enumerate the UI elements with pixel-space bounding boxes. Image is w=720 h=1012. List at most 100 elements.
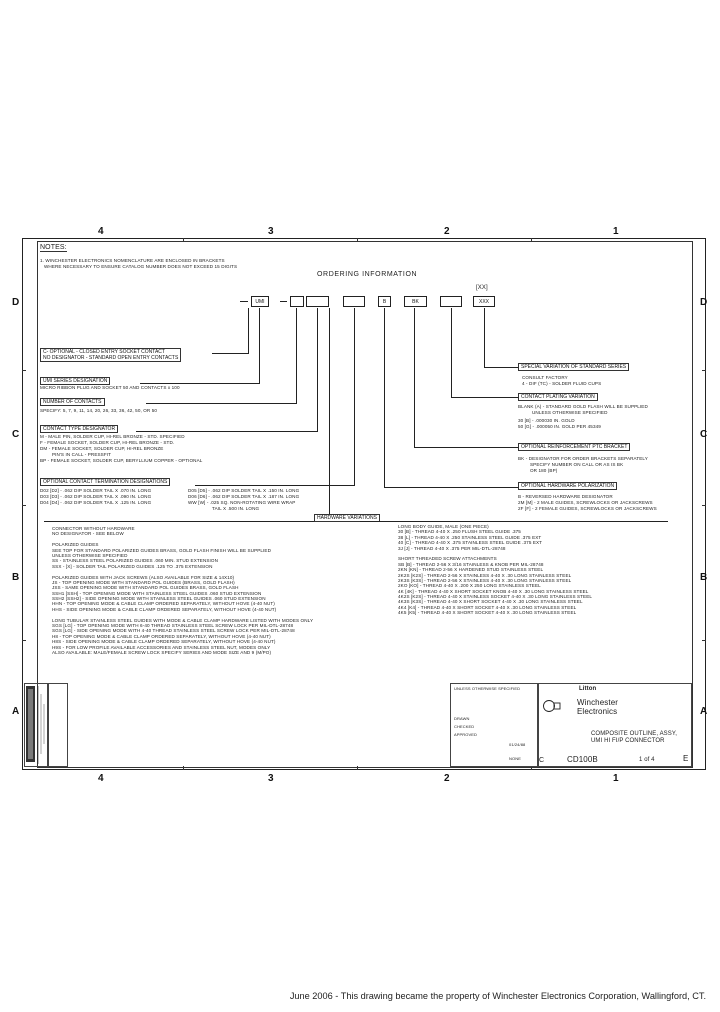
leader-line [384, 487, 518, 488]
zone-tick [702, 370, 706, 371]
hardware-left-line: SSH2 [SSH2] - SIDE OPENING MODE WITH STA… [52, 596, 266, 602]
hardware-right-line: 2KN [KN] - THREAD 2-56 X HARDENED STUD S… [398, 567, 544, 573]
tb-desc-2: UMI HI FI/P CONNECTOR [591, 738, 665, 744]
hardware-right-line: LONG BODY GUIDE, MALE (ONE PIECE) [398, 524, 489, 529]
zone-tick [22, 370, 26, 371]
ordering-box-umi: UMI [251, 296, 269, 307]
termination-left-line: D02 [D2] - .062 DIP SOLDER TAIL X .070 I… [40, 488, 152, 493]
reinforcement-line: SPECIFY NUMBER ON CALL OR AS IS BK [530, 462, 624, 467]
ordering-box-bracket: BK [404, 296, 427, 307]
leader-line [384, 308, 385, 488]
ordering-box-special: XXX [473, 296, 495, 307]
tb-dwgno: CD100B [567, 755, 598, 764]
drawing-inner-border [37, 241, 693, 768]
hardware-left-line: JSS - SAME OPENING MODE WITH STANDARD PO… [52, 585, 239, 591]
hardware-left-line: SGS [LG] - TOP OPENING MODE WITH 6-40 TH… [52, 623, 294, 629]
termination-header: OPTIONAL CONTACT TERMINATION DESIGNATION… [40, 478, 171, 486]
zone-tick [22, 640, 26, 641]
zone-tick [183, 238, 184, 242]
termination-right-line: WW [W] - .025 SQ. NON-ROTATING WIRE WRAP [188, 500, 296, 505]
polarization-line: 2F [F] - 2 FEMALE GUIDES, SCREWLOCKS OR … [518, 506, 657, 511]
hardware-left-line: CONNECTOR WITHOUT HARDWARE [52, 526, 135, 531]
zone-bottom-1: 1 [613, 773, 619, 784]
hardware-left-line: SSH1 [SSH] - TOP OPENING MODE WITH STAIN… [52, 590, 262, 596]
ordering-xx-label: [XX] [476, 285, 488, 291]
zone-tick [183, 766, 184, 770]
revision-column [48, 683, 68, 767]
hardware-left-line: H9S - FOR LOW PROFILE AVAILABLE ACCESSOR… [52, 644, 271, 650]
contacttype-header: CONTACT TYPE DESIGNATOR [40, 425, 119, 433]
hardware-left-line: HHS - SIDE OPENING MODE & CABLE CLAMP OR… [52, 606, 277, 612]
hardware-right-line: 4K4 [K4] - THREAD 4-40 X SHORT SOCKET 4-… [398, 604, 577, 610]
tb-drawn: DRAWN [454, 716, 470, 721]
hardware-right-line: 4K [4K] - THREAD 4-40 X SHORT SOCKET KNO… [398, 588, 589, 594]
leader-line [259, 308, 260, 384]
zone-top-1: 1 [613, 226, 619, 237]
hardware-left-line: POLARIZED GUIDES [52, 542, 99, 548]
hardware-left-line: H8S - SIDE OPENING MODE & CABLE CLAMP OR… [52, 639, 276, 645]
termination-left-line: D04 [D4] - .062 DIP SOLDER TAIL X .125 I… [40, 500, 152, 505]
ordering-box-contacts [290, 296, 304, 307]
hardware-left-line: HHN - TOP OPENING MODE & CABLE CLAMP ORD… [52, 601, 275, 607]
zone-bottom-4: 4 [98, 773, 104, 784]
zone-right-A: A [700, 706, 708, 717]
special-header: SPECIAL VARIATION OF STANDARD SERIES [518, 363, 630, 371]
leader-line [354, 308, 355, 486]
zone-left-B: B [12, 572, 20, 583]
drawing-sheet [22, 238, 706, 770]
hardware-header: HARDWARE VARIATIONS [314, 514, 380, 522]
dash [240, 301, 248, 302]
zone-top-4: 4 [98, 226, 104, 237]
hardware-left-line: SGS [LG] - SIDE OPENING MODE WITH 4-40 T… [52, 628, 295, 634]
numcontacts-header: NUMBER OF CONTACTS [40, 398, 105, 406]
plating-line: UNLESS OTHERWISE SPECIFIED [532, 410, 608, 415]
hardware-left-line: SS - STAINLESS STEEL POLARIZED GUIDES .0… [52, 558, 218, 564]
zone-tick [702, 505, 706, 506]
hardware-left-line: JS - TOP OPENING MODE WITH STANDARD POL … [52, 579, 235, 585]
notes-line-2: WHERE NECESSARY TO ENSURE CATALOG NUMBER… [44, 264, 238, 269]
hardware-left-line: H8 - TOP OPENING MODE & CABLE CLAMP ORDE… [52, 633, 271, 639]
plating-header: CONTACT PLATING VARIATION [518, 393, 598, 401]
leader-line [329, 308, 330, 514]
revision-strip-stamp [26, 686, 45, 764]
zone-top-3: 3 [268, 226, 274, 237]
zone-tick [357, 766, 358, 770]
reinforcement-line: BK - DESIGNATOR FOR ORDER BRACKETS SEPAR… [518, 456, 648, 461]
zone-right-C: C [700, 429, 708, 440]
hardware-left-line: ALSO AVAILABLE: MALE/FEMALE SCREW LOCK S… [52, 649, 272, 655]
hardware-right-line: 30 [B] - THREAD 4-40 X .250 FLUSH STEEL … [398, 529, 521, 535]
termination-right-line: D05 [D5] - .062 DIP SOLDER TAIL X .150 I… [188, 488, 300, 493]
hardware-rule [360, 521, 668, 522]
hardware-right-line: SHORT THREADED SCREW ATTACHMENTS [398, 556, 497, 562]
hardware-left-line: NO DESIGNATOR - SEE BELOW [52, 531, 124, 537]
contacttype-line: DM - FEMALE SOCKET, SOLDER CUP, HI-REL B… [40, 446, 164, 451]
zone-right-B: B [700, 572, 708, 583]
leader-line [484, 367, 518, 368]
company-logo-icon [542, 699, 562, 715]
tb-rev: E [683, 754, 689, 763]
reinforcement-header: OPTIONAL REINFORCEMENT PTC BRACKET [518, 443, 631, 451]
reinforcement-line: OR 180 (BP) [530, 468, 558, 473]
tb-checked: CHECKED [454, 724, 475, 729]
entry-line-1: C- OPTIONAL - CLOSED ENTRY SOCKET CONTAC… [43, 349, 165, 355]
zone-tick [357, 238, 358, 242]
hardware-right-line: 38 [L] - THREAD 4-40 X .250 STAINLESS ST… [398, 534, 542, 540]
hardware-right-line: 2KO [KO] - THREAD 4-40 X .200 X 250 LONG… [398, 583, 541, 589]
notes-title: NOTES: [40, 244, 67, 252]
hardware-right-line: 4K5 [K5] - THREAD 4-40 X SHORT SOCKET 4-… [398, 610, 577, 616]
hardware-right-line: 2K3S [K3S] - THREAD 2-56 X STAINLESS 4-4… [398, 577, 572, 583]
zone-tick [702, 640, 706, 641]
zone-bottom-3: 3 [268, 773, 274, 784]
plating-line: BLANK (A) - STANDARD GOLD FLASH WILL BE … [518, 404, 648, 409]
special-line: 4 - DIF (TC) - SOLDER FLUID CUPS [522, 381, 602, 386]
zone-top-2: 2 [444, 226, 450, 237]
tb-company-small: Litton [579, 686, 597, 692]
hardware-right-line: 2K2S [K2S] - THREAD 2-56 X STAINLESS 4-4… [398, 572, 572, 578]
zone-left-D: D [12, 297, 20, 308]
contacttype-line: M - MALE PIN, SOLDER CUP, HI-REL BRONZE … [40, 434, 185, 439]
zone-tick [531, 766, 532, 770]
leader-line [317, 308, 318, 432]
dash [280, 301, 287, 302]
zone-left-C: C [12, 429, 20, 440]
hardware-right-list: LONG BODY GUIDE, MALE (ONE PIECE)30 [B] … [398, 524, 592, 616]
